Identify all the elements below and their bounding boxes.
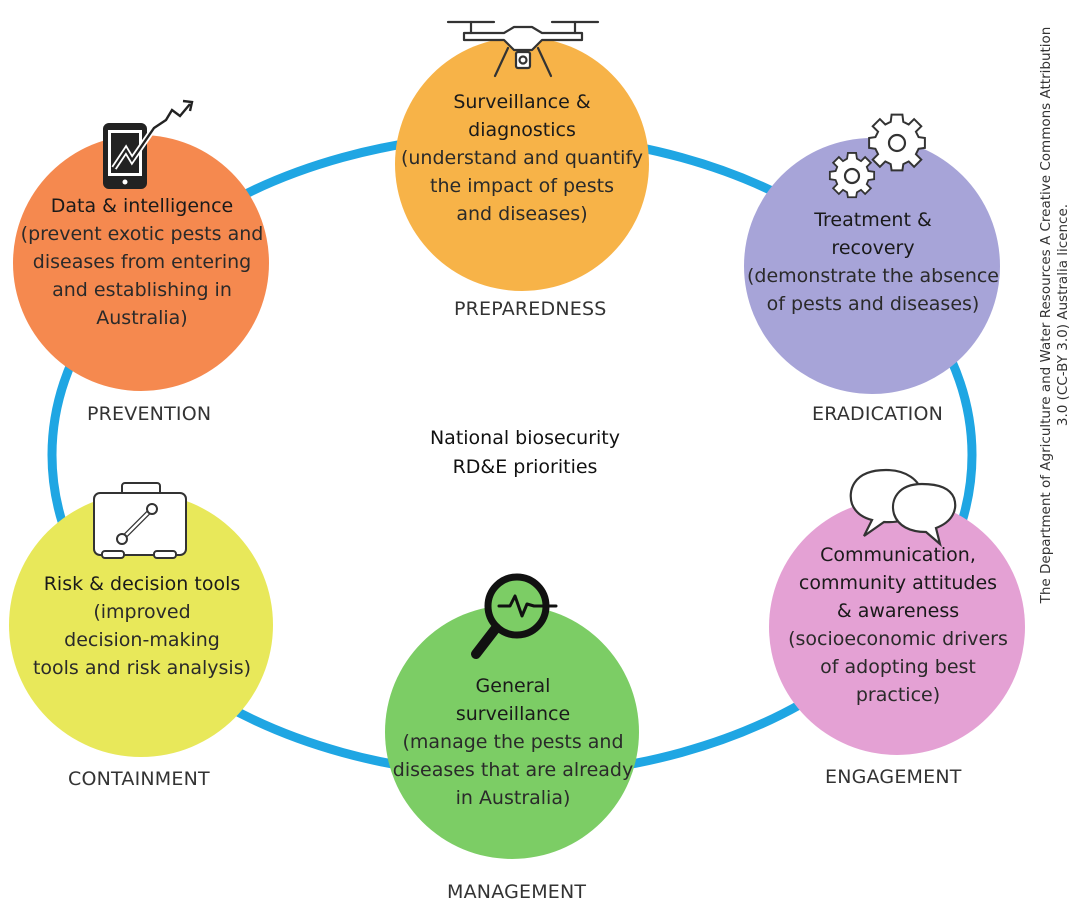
node-title: diagnostics [468,119,576,141]
node-circle-surveillance-diagnostics [395,37,649,291]
node-title: Data & intelligence [50,195,234,217]
node-communication: Communication, community attitudes & awa… [772,541,1024,709]
stage-label-management: MANAGEMENT [447,881,587,903]
stage-label-containment: CONTAINMENT [68,768,210,790]
credit-line: 3.0 (CC-BY 3.0) Australia licence. [1055,203,1071,427]
node-title: surveillance [455,703,571,725]
center-title-line: National biosecurity [429,427,621,449]
node-title: & awareness [836,600,960,622]
node-title: recovery [831,237,915,259]
stage-label-eradication: ERADICATION [812,403,944,425]
node-title: community attitudes [798,572,998,594]
node-description: practice) [855,684,941,706]
credit-line: The Department of Agriculture and Water … [1038,26,1054,604]
node-description: tools and risk analysis) [32,657,252,679]
node-description: (socioeconomic drivers [788,628,1008,650]
node-data-intelligence: Data & intelligence (prevent exotic pest… [14,192,270,332]
magnifier-pulse-icon [471,573,558,659]
node-description: diseases from entering [32,251,252,273]
node-description: Australia) [96,307,188,329]
center-title-line: RD&E priorities [452,456,598,478]
node-description: of pests and diseases) [766,293,980,315]
node-description: (demonstrate the absence [746,265,999,287]
stage-label-prevention: PREVENTION [87,403,212,425]
node-circle-data-intelligence [13,135,269,391]
node-treatment-recovery: Treatment & recovery (demonstrate the ab… [742,206,1004,318]
node-description: (improved [93,601,191,623]
node-circle-risk-decision-tools [9,493,273,757]
stage-label-preparedness: PREPAREDNESS [454,298,607,320]
node-title: General [475,675,551,697]
node-description: diseases that are already [392,759,634,781]
node-description: (understand and quantify [400,147,644,169]
stage-label-engagement: ENGAGEMENT [825,766,962,788]
drone-icon [446,20,600,78]
tablet-trend-icon [103,99,194,189]
node-circle-communication [769,499,1025,755]
node-circle-treatment-recovery [744,138,1000,394]
center-title: National biosecurity RD&E priorities [380,424,670,482]
node-surveillance-diagnostics: Surveillance & diagnostics (understand a… [392,88,652,228]
node-title: Surveillance & [453,91,591,113]
node-general-surveillance: General surveillance (manage the pests a… [388,672,638,812]
node-description: of adopting best [820,656,976,678]
node-description: (prevent exotic pests and [20,223,264,245]
node-description: decision-making [64,629,220,651]
node-description: the impact of pests [430,175,614,197]
node-title: Risk & decision tools [43,573,241,595]
licence-credit: The Department of Agriculture and Water … [1038,25,1078,605]
node-circle-general-surveillance [385,605,639,859]
gears-icon [828,113,926,199]
node-title: Treatment & [814,209,932,231]
node-risk-decision-tools: Risk & decision tools (improved decision… [11,570,273,682]
node-description: in Australia) [455,787,571,809]
node-description: and diseases) [456,203,588,225]
node-title: Communication, [820,544,976,566]
toolbox-icon [93,482,187,559]
speech-bubbles-icon [849,468,957,548]
node-description: (manage the pests and [402,731,624,753]
node-description: and establishing in [52,279,232,301]
